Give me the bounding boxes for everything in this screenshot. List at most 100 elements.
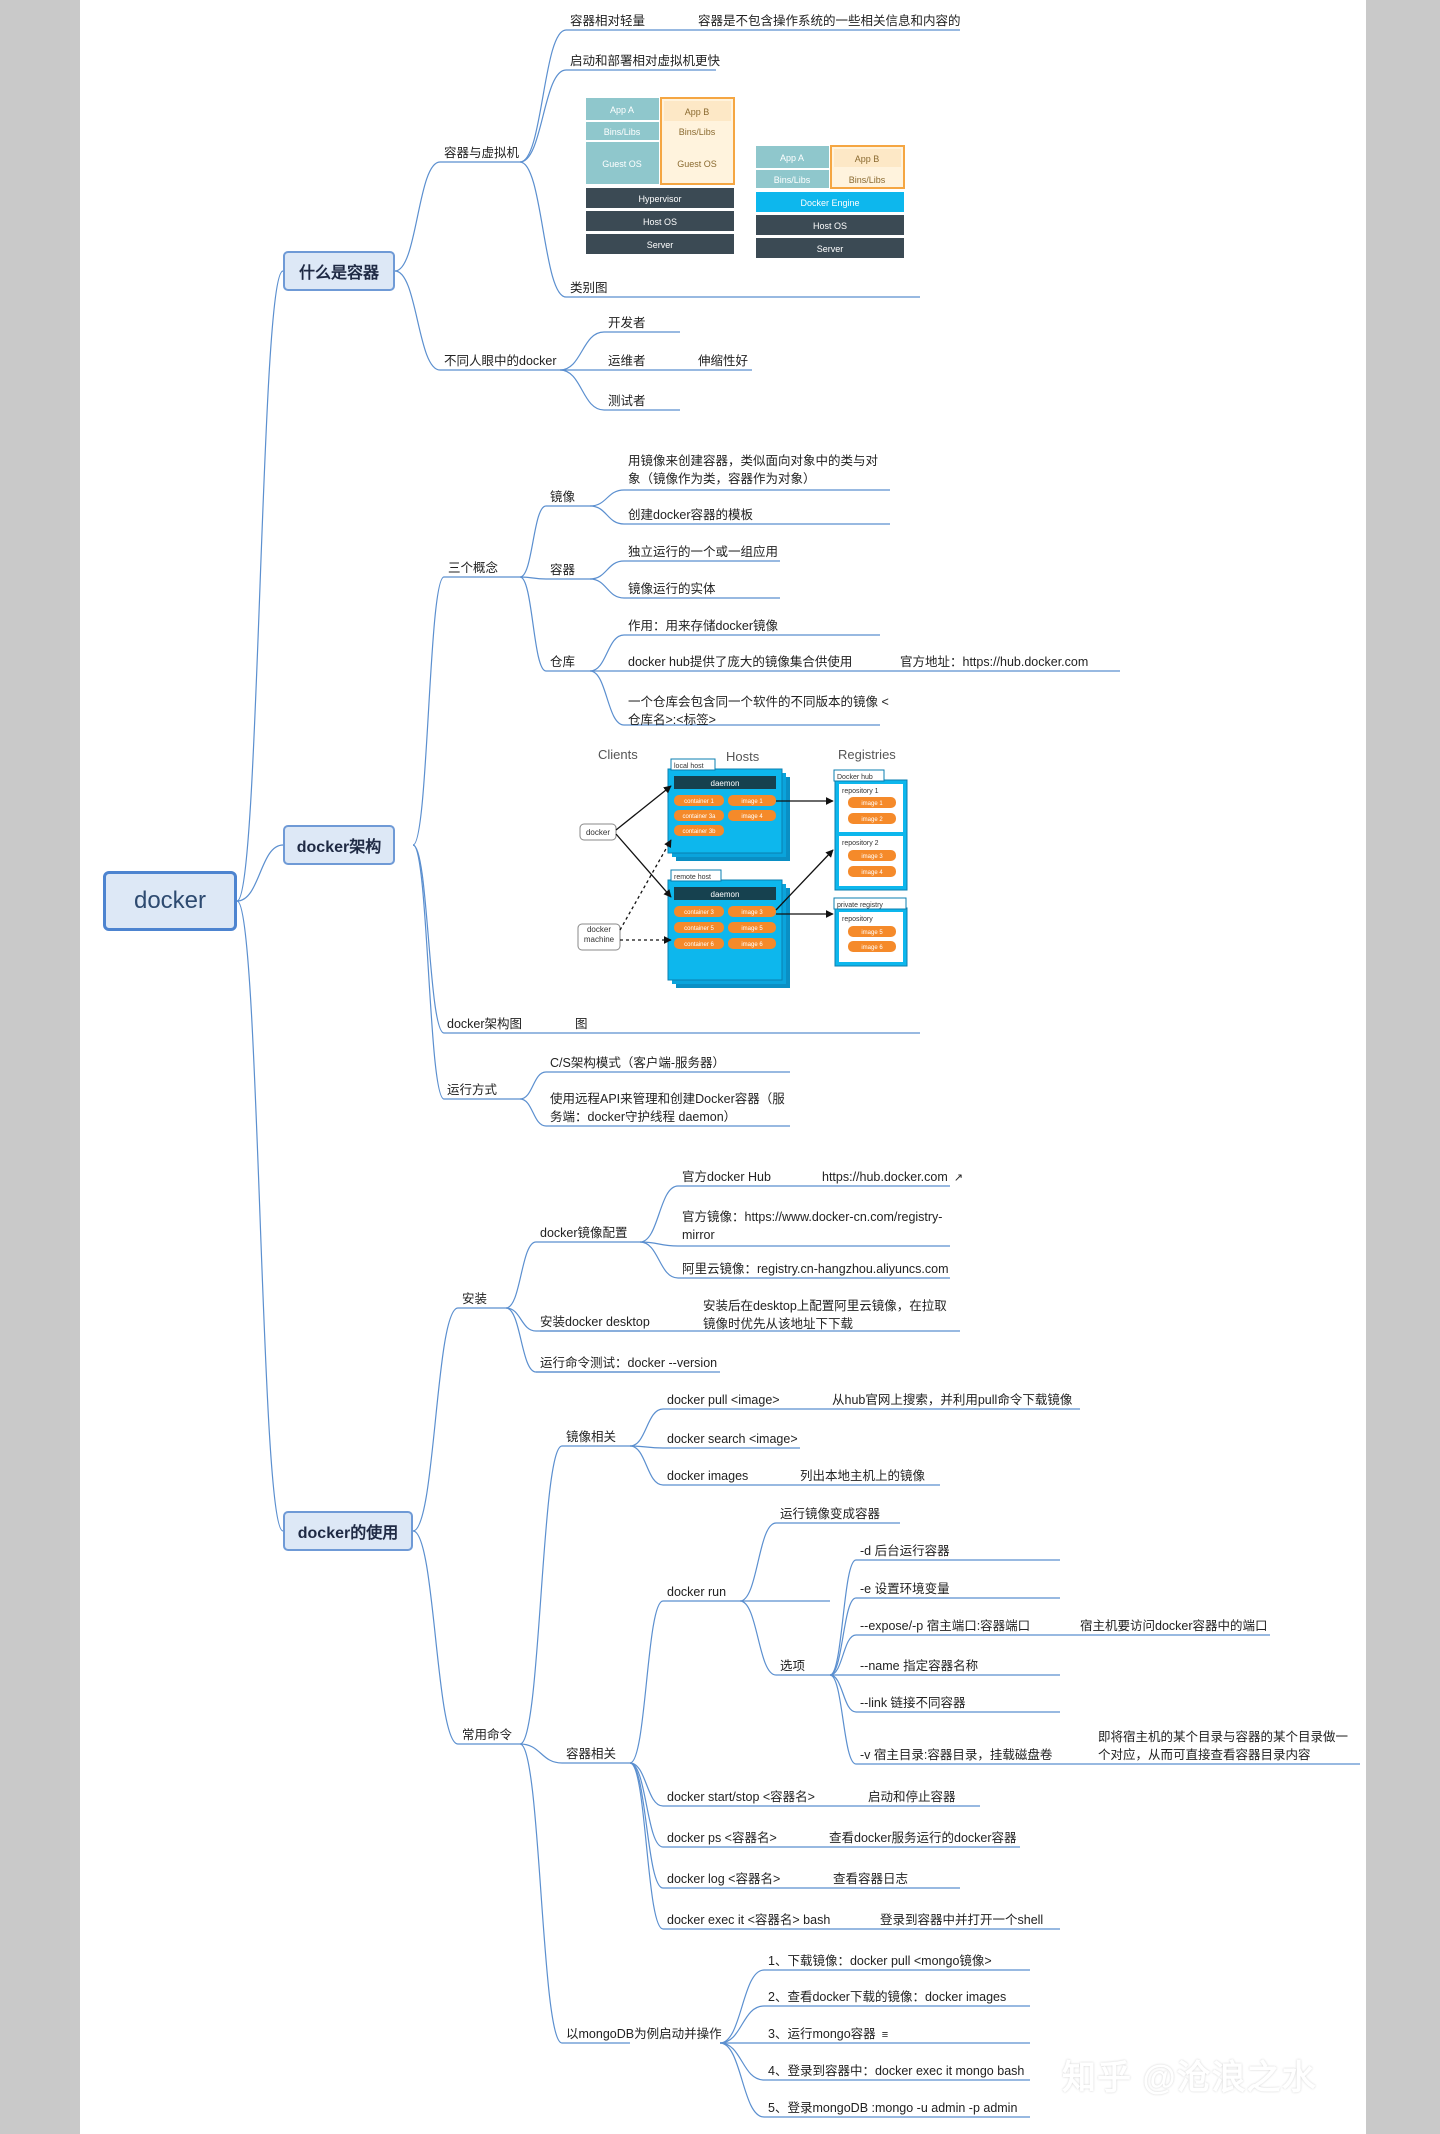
node-install-desktop[interactable]: 安装docker desktop <box>540 1315 650 1329</box>
node-container-desc2[interactable]: 镜像运行的实体 <box>628 582 716 596</box>
node-docker-run-desc[interactable]: 运行镜像变成容器 <box>780 1507 881 1521</box>
node-analogy[interactable]: 类别图 <box>570 281 608 295</box>
arch-local-host-label: local host <box>674 763 704 770</box>
node-container-commands[interactable]: 容器相关 <box>566 1747 617 1761</box>
node-docker-exec[interactable]: docker exec it <容器名> bash <box>667 1913 831 1927</box>
node-run-options[interactable]: 选项 <box>780 1659 806 1673</box>
node-docker-pull-desc[interactable]: 从hub官网上搜索，并利用pull命令下载镜像 <box>832 1393 1073 1407</box>
node-opt-p[interactable]: --expose/-p 宿主端口:容器端口 <box>860 1619 1031 1633</box>
node-docker-run[interactable]: docker run <box>667 1585 727 1599</box>
node-container-vs-vm[interactable]: 容器与虚拟机 <box>444 146 520 160</box>
vm-app-a-label: App A <box>610 105 634 115</box>
node-mongo-step4[interactable]: 4、登录到容器中：docker exec it mongo bash <box>768 2064 1025 2078</box>
node-developer[interactable]: 开发者 <box>608 316 646 330</box>
node-lightweight[interactable]: 容器相对轻量 <box>570 14 646 28</box>
arch-remote-daemon-label: daemon <box>711 890 740 899</box>
node-lightweight-desc[interactable]: 容器是不包含操作系统的一些相关信息和内容的 <box>698 14 961 28</box>
node-opt-v[interactable]: -v 宿主目录:容器目录，挂载磁盘卷 <box>860 1748 1053 1762</box>
ct-app-b <box>834 149 901 167</box>
vm-app-a <box>586 98 659 120</box>
node-docker-search[interactable]: docker search <image> <box>667 1432 798 1446</box>
node-repo-site[interactable]: 官方地址：https://hub.docker.com <box>900 655 1089 669</box>
node-scalable[interactable]: 伸缩性好 <box>698 354 749 368</box>
node-what-is-container[interactable]: 什么是容器 <box>283 251 395 291</box>
node-docker-log[interactable]: docker log <容器名> <box>667 1872 781 1886</box>
external-link-icon[interactable]: ↗ <box>953 1172 963 1184</box>
vm-app-b <box>664 101 731 121</box>
node-image-desc1[interactable]: 用镜像来创建容器，类似面向对象中的类与对象（镜像作为类，容器作为对象） <box>628 454 879 486</box>
node-image-desc2[interactable]: 创建docker容器的模板 <box>628 508 754 522</box>
node-ops[interactable]: 运维者 <box>608 354 646 368</box>
node-repository[interactable]: 仓库 <box>550 655 576 669</box>
node-run-mode[interactable]: 运行方式 <box>447 1083 498 1097</box>
node-aliyun-mirror[interactable]: 阿里云镜像：registry.cn-hangzhou.aliyuncs.com <box>682 1262 949 1276</box>
root-node[interactable]: docker <box>103 871 237 931</box>
edge <box>589 634 625 672</box>
node-install[interactable]: 安装 <box>462 1292 488 1306</box>
node-official-mirror[interactable]: 官方镜像：https://www.docker-cn.com/registry-… <box>682 1210 943 1242</box>
node-image[interactable]: 镜像 <box>550 490 576 504</box>
edge <box>629 1445 664 1449</box>
node-opt-p-desc[interactable]: 宿主机要访问docker容器中的端口 <box>1080 1619 1268 1633</box>
node-repo-desc1[interactable]: 作用：用来存储docker镜像 <box>628 619 779 633</box>
node-container[interactable]: 容器 <box>550 563 576 577</box>
node-mongo-step2[interactable]: 2、查看docker下载的镜像：docker images <box>768 1990 1007 2004</box>
node-container-desc1[interactable]: 独立运行的一个或一组应用 <box>628 545 779 559</box>
node-official-hub-url[interactable]: https://hub.docker.com ↗ <box>822 1168 963 1187</box>
node-docker-pull[interactable]: docker pull <image> <box>667 1393 780 1407</box>
arch-docker-machine-text: docker machine <box>583 925 615 944</box>
node-mongo-example[interactable]: 以mongoDB为例启动并操作 <box>566 2027 722 2041</box>
node-run-mode2[interactable]: 使用远程API来管理和创建Docker容器（服务端：docker守护线程 dae… <box>550 1092 785 1124</box>
node-docker-exec-desc[interactable]: 登录到容器中并打开一个shell <box>880 1913 1044 1927</box>
node-mirror-config[interactable]: docker镜像配置 <box>540 1226 628 1240</box>
node-common-commands[interactable]: 常用命令 <box>462 1728 513 1742</box>
node-mongo-step5[interactable]: 5、登录mongoDB :mongo -u admin -p admin <box>768 2101 1018 2115</box>
node-repo-desc2[interactable]: docker hub提供了庞大的镜像集合供使用 <box>628 655 853 669</box>
node-arch-diagram-note[interactable]: 图 <box>575 1017 588 1031</box>
node-different-views[interactable]: 不同人眼中的docker <box>444 354 557 368</box>
node-version-cmd[interactable]: 运行命令测试：docker --version <box>540 1356 718 1370</box>
node-official-hub[interactable]: 官方docker Hub <box>682 1170 771 1184</box>
edge-arch-run <box>412 844 445 1100</box>
node-opt-link[interactable]: --link 链接不同容器 <box>860 1696 966 1710</box>
ct-bins-a-label: Bins/Libs <box>774 175 811 185</box>
mongo-step3-text[interactable]: 3、运行mongo容器 <box>768 2027 876 2041</box>
arch-arrow-client-local <box>615 785 672 831</box>
node-docker-ps[interactable]: docker ps <容器名> <box>667 1831 777 1845</box>
edge <box>519 1743 563 1764</box>
ct-app-b-label: App B <box>855 154 880 164</box>
edge <box>589 505 625 525</box>
node-opt-v-desc[interactable]: 即将宿主机的某个目录与容器的某个目录做一个对应，从而可直接查看容器目录内容 <box>1098 1730 1349 1762</box>
node-opt-d[interactable]: -d 后台运行容器 <box>860 1544 950 1558</box>
node-docker-images-desc[interactable]: 列出本地主机上的镜像 <box>800 1469 926 1483</box>
node-start-stop-desc[interactable]: 启动和停止容器 <box>868 1790 956 1804</box>
node-run-mode1[interactable]: C/S架构模式（客户端-服务器） <box>550 1056 726 1070</box>
node-repo-desc3[interactable]: 一个仓库会包含同一个软件的不同版本的镜像 <仓库名>:<标签> <box>628 695 889 727</box>
node-docker-ps-desc[interactable]: 查看docker服务运行的docker容器 <box>829 1831 1017 1845</box>
official-hub-url-text[interactable]: https://hub.docker.com <box>822 1170 948 1184</box>
node-image-commands[interactable]: 镜像相关 <box>566 1430 617 1444</box>
node-docker-usage[interactable]: docker的使用 <box>283 1511 413 1551</box>
edge <box>589 578 625 599</box>
node-faster-start[interactable]: 启动和部署相对虚拟机更快 <box>570 54 721 68</box>
node-tester[interactable]: 测试者 <box>608 394 646 408</box>
edge <box>829 1674 857 1713</box>
arch-c1 <box>674 795 724 806</box>
node-opt-name[interactable]: --name 指定容器名称 <box>860 1659 979 1673</box>
node-docker-log-desc[interactable]: 查看容器日志 <box>833 1872 909 1886</box>
arch-hub-i1 <box>848 797 896 808</box>
notes-icon[interactable]: ≡ <box>881 2029 889 2041</box>
node-mongo-step1[interactable]: 1、下载镜像：docker pull <mongo镜像> <box>768 1954 992 1968</box>
node-opt-e[interactable]: -e 设置环境变量 <box>860 1582 950 1596</box>
arch-docker-machine-label: docker machine <box>583 925 615 944</box>
node-start-stop[interactable]: docker start/stop <容器名> <box>667 1790 815 1804</box>
node-docker-architecture[interactable]: docker架构 <box>283 825 395 865</box>
node-mongo-step3[interactable]: 3、运行mongo容器 ≡ <box>768 2025 888 2044</box>
node-install-desktop-desc[interactable]: 安装后在desktop上配置阿里云镜像，在拉取镜像时优先从该地址下下载 <box>703 1299 947 1331</box>
mindmap-canvas <box>80 0 1366 2134</box>
node-docker-images[interactable]: docker images <box>667 1469 749 1483</box>
edge <box>739 1600 777 1676</box>
vm-guest-a-label: Guest OS <box>602 159 642 169</box>
node-arch-diagram[interactable]: docker架构图 <box>447 1017 523 1031</box>
node-three-concepts[interactable]: 三个概念 <box>448 561 499 575</box>
